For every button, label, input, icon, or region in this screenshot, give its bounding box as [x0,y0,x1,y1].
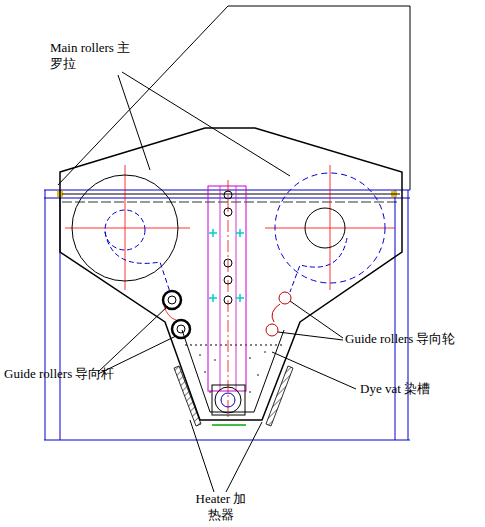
vat-base [212,424,246,426]
guide-wheel [266,292,291,336]
heater [266,366,293,426]
center-column [220,186,221,391]
outer-cover [58,6,410,190]
column-roller [224,191,232,304]
center-column [208,186,246,391]
main-roller [65,165,190,292]
leader-line [98,72,356,492]
guide-bar [163,291,190,338]
bottom-roller [215,387,241,413]
column-marker [209,229,244,302]
part-label: Dye vat 染槽 [360,381,470,397]
part-label: Guide rollers 导向杆 [4,366,164,382]
main-roller [265,165,395,292]
part-label: Guide rollers 导向轮 [345,331,481,347]
housing-rail [62,194,400,195]
heater [174,366,201,426]
housing-rail [62,202,400,203]
part-label: Heater 加热器 [193,491,249,523]
dye-level [185,345,282,346]
vat-wall [182,330,284,412]
bottom-roller-box [212,385,245,415]
frame [44,190,410,440]
center-column [236,186,237,391]
bottom-roller [221,393,235,407]
part-label: Main rollers 主罗拉 [50,40,132,72]
dye-liquid [199,351,266,393]
